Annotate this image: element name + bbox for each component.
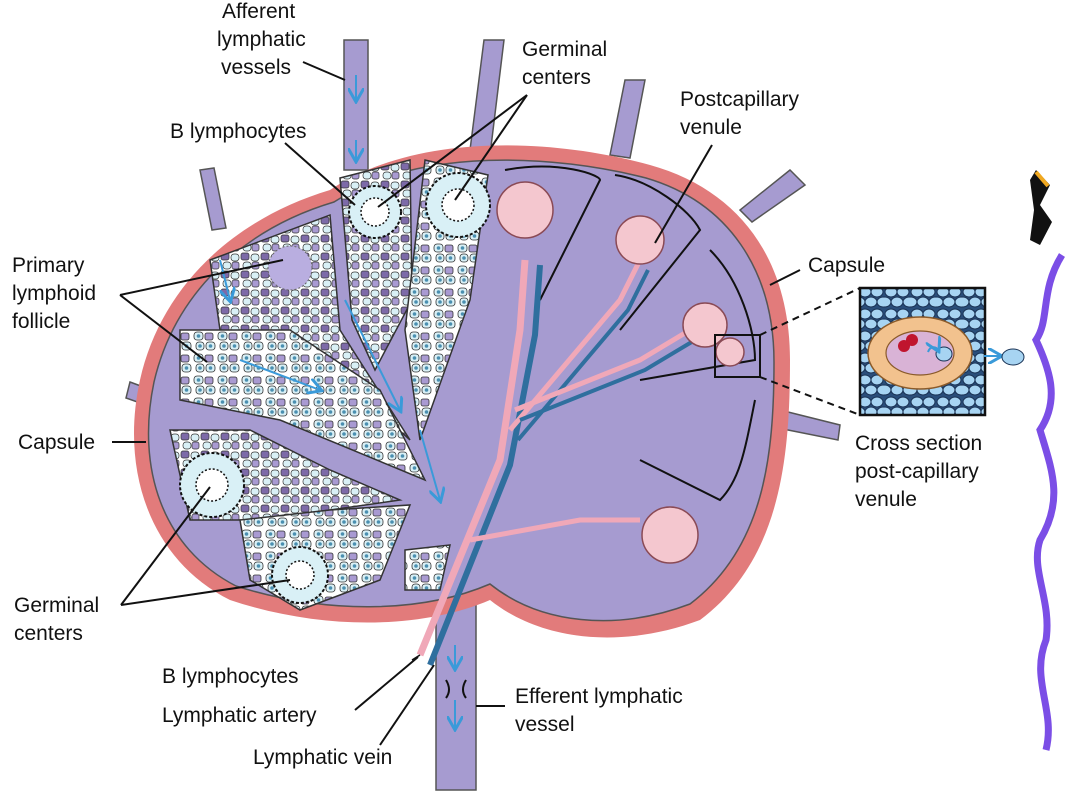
afferent-vessel-3 <box>609 79 646 159</box>
inset-arrow-in <box>928 347 938 352</box>
inset-source-box <box>714 334 761 378</box>
label-efferent-line-1: Efferent lymphatic <box>515 685 683 708</box>
label-germinal-bottom-line-1: Germinal <box>14 594 99 617</box>
lead-lymphatic-artery <box>354 656 419 711</box>
lead-follicle-1 <box>119 259 284 296</box>
capillary-bed-2 <box>615 215 665 265</box>
lymphatic-artery-trunk <box>416 259 529 657</box>
lead-germinal-top-2 <box>454 94 528 201</box>
flow-arrow-5 <box>344 299 400 410</box>
inset-zoom-line-bottom <box>759 376 861 416</box>
germinal-centers <box>179 172 491 604</box>
flow-arrow-3 <box>219 259 230 300</box>
label-postcapillary-line-2: venule <box>680 116 742 139</box>
artery-branch-1 <box>508 258 643 432</box>
lobule-4 <box>179 329 427 482</box>
efferent-valve-icon <box>445 679 467 699</box>
lead-lymphatic-vein <box>379 664 435 746</box>
artery-branch-2 <box>514 327 692 413</box>
lead-b-lymphocytes-top <box>284 142 356 206</box>
germinal-center-2-core <box>441 188 475 222</box>
lobule-7 <box>404 544 451 591</box>
label-afferent-line-1: Afferent <box>222 0 295 23</box>
lead-germinal-top-1 <box>377 94 528 208</box>
label-cross-section-line-3: venule <box>855 488 917 511</box>
flow-arrow-4 <box>239 359 320 390</box>
blood-vessel-tree <box>411 181 745 667</box>
label-capsule-right: Capsule <box>808 254 885 277</box>
label-cross-section-line-2: post-capillary <box>855 460 979 483</box>
sinus-wall-2 <box>614 174 702 331</box>
lymph-flow-arrows <box>219 75 455 728</box>
leader-lines <box>112 61 801 746</box>
label-efferent-line-2: vessel <box>515 713 575 736</box>
sinus-wall-3 <box>639 249 757 381</box>
label-primary-follicle-line-3: follicle <box>12 310 70 333</box>
label-afferent-line-3: vessels <box>221 56 291 79</box>
cortex-lobules <box>169 159 489 611</box>
afferent-vessel-2 <box>469 39 505 156</box>
text-labels: Afferent lymphatic vessels Germinal cent… <box>12 0 982 769</box>
side-decoration <box>1030 170 1066 751</box>
label-cross-section-line-1: Cross section <box>855 432 982 455</box>
side-wave-line <box>1031 253 1066 751</box>
cross-section-inset <box>714 286 1025 417</box>
lead-follicle-2 <box>119 294 208 363</box>
medullary-sinuses <box>504 165 757 502</box>
sinus-wall-1 <box>504 165 602 301</box>
lead-germinal-bottom-1 <box>120 486 211 606</box>
afferent-vessels <box>125 39 841 441</box>
label-germinal-top-line-1: Germinal <box>522 38 607 61</box>
lead-afferent <box>302 61 346 81</box>
vein-branch-2 <box>519 338 697 422</box>
artery-branch-3 <box>469 517 640 543</box>
sinus-wall-4 <box>639 399 756 502</box>
label-lymphatic-artery: Lymphatic artery <box>162 704 317 727</box>
primary-follicle <box>267 245 313 291</box>
label-germinal-top-line-2: centers <box>522 66 591 89</box>
label-b-lymphocytes-bottom: B lymphocytes <box>162 665 299 688</box>
red-blood-cell-2 <box>906 334 918 346</box>
capillary-bed-4 <box>715 337 745 367</box>
exited-lymphocyte <box>1001 348 1025 366</box>
germinal-center-3-core <box>195 468 229 502</box>
label-postcapillary-line-1: Postcapillary <box>680 88 800 111</box>
lead-capsule-right <box>769 269 801 286</box>
side-dark-shape <box>1030 170 1052 245</box>
label-primary-follicle-line-2: lymphoid <box>12 282 96 305</box>
capillary-bed-1 <box>496 181 554 239</box>
label-germinal-bottom-line-2: centers <box>14 622 83 645</box>
label-primary-follicle-line-1: Primary <box>12 254 85 277</box>
flow-arrow-6 <box>419 429 440 500</box>
capillary-bed-3 <box>682 302 728 348</box>
label-afferent-line-2: lymphatic <box>217 28 306 51</box>
capillary-bed-5 <box>641 506 699 564</box>
lymphatic-vein-trunk <box>427 264 543 667</box>
lead-postcapillary <box>654 144 713 244</box>
side-accent-stroke <box>1034 170 1050 188</box>
inset-zoom-line-top <box>759 287 861 336</box>
label-b-lymphocytes-top: B lymphocytes <box>170 120 307 143</box>
lead-germinal-bottom-2 <box>120 579 291 606</box>
label-lymphatic-vein: Lymphatic vein <box>253 746 392 769</box>
afferent-vessel-6 <box>199 167 227 231</box>
germinal-center-4-core <box>285 560 315 590</box>
label-capsule-left: Capsule <box>18 431 95 454</box>
afferent-vessel-4 <box>738 168 807 223</box>
